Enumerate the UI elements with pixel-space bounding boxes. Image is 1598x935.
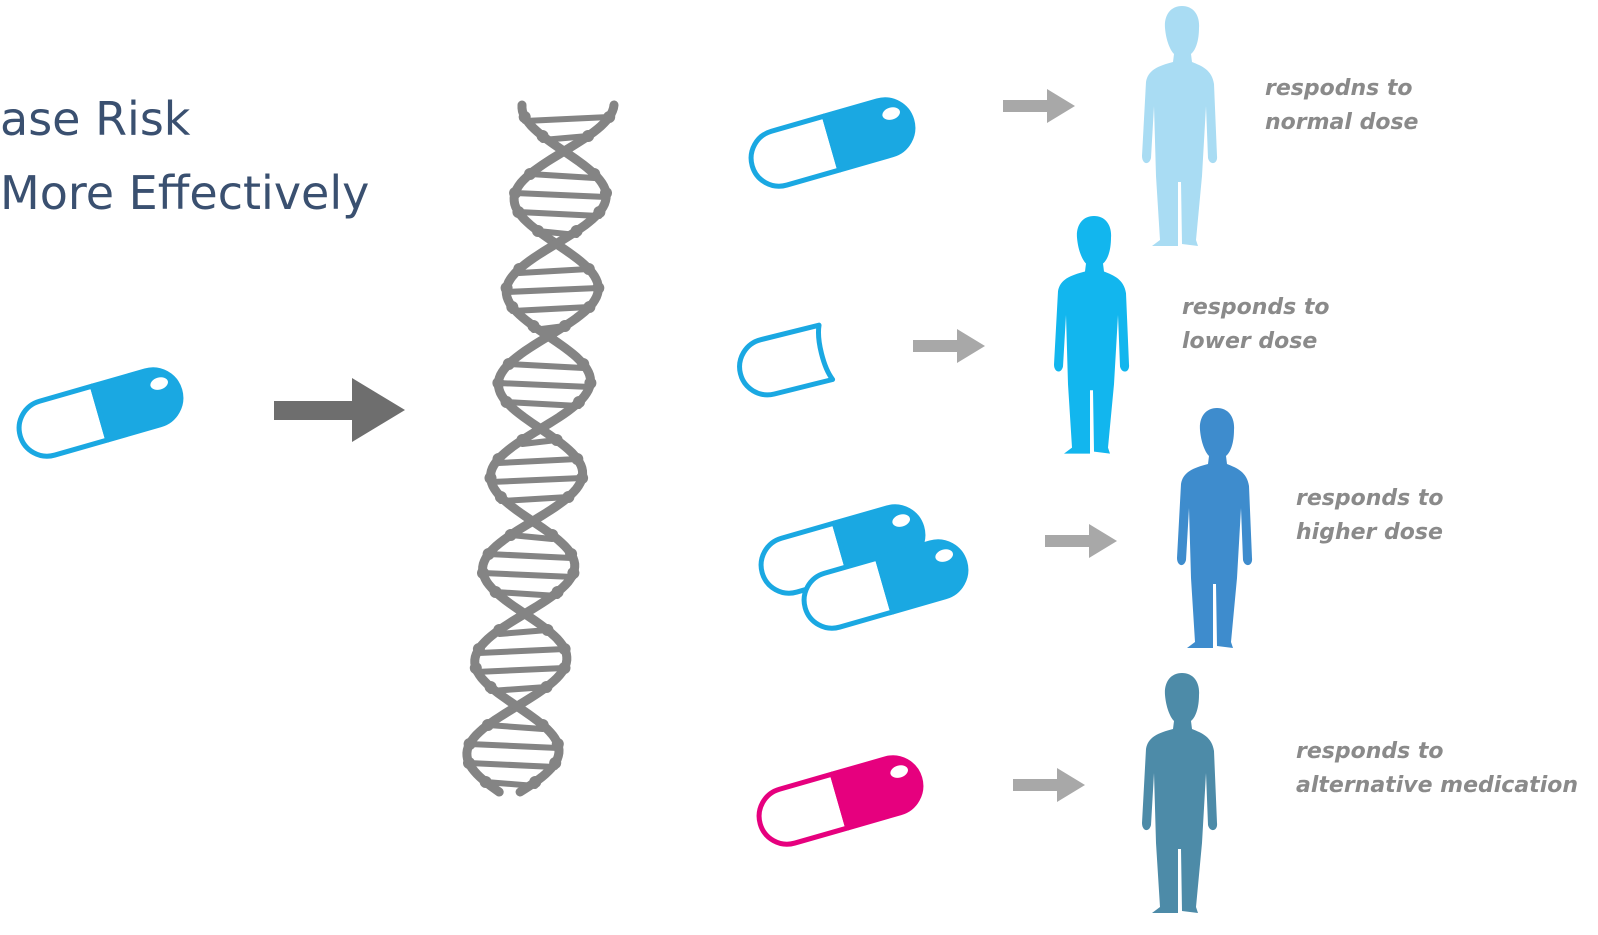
input-capsule-icon (12, 363, 187, 463)
label-alternative-medication: responds to alternative medication (1296, 735, 1578, 803)
label-higher-dose-line-2: higher dose (1296, 520, 1443, 545)
person-alternative-icon (1142, 673, 1218, 913)
row-lower-dose (737, 216, 1130, 454)
dna-helix-icon (462, 100, 619, 797)
alternative-capsule-icon (752, 751, 927, 851)
row-alternative-medication (752, 673, 1218, 913)
label-lower-dose-line-2: lower dose (1182, 329, 1318, 354)
label-normal-dose-line-2: normal dose (1265, 110, 1419, 135)
row-arrow-icon (1003, 89, 1075, 123)
label-alternative-line-2: alternative medication (1296, 773, 1579, 798)
half-capsule-icon (737, 322, 836, 398)
row-arrow-icon (1045, 524, 1117, 558)
person-normal-icon (1142, 6, 1218, 246)
row-arrow-icon (913, 329, 985, 363)
label-normal-dose-line-1: respodns to (1265, 76, 1413, 101)
label-lower-dose-line-1: responds to (1182, 295, 1330, 320)
row-higher-dose (754, 408, 1253, 648)
person-lower-icon (1054, 216, 1130, 454)
label-alternative-line-1: responds to (1296, 739, 1444, 764)
heading-line-2: More Effectively (0, 166, 370, 220)
label-lower-dose: responds to lower dose (1182, 291, 1330, 359)
row-arrow-icon (1013, 768, 1085, 802)
person-higher-icon (1177, 408, 1253, 648)
heading-line-1: ase Risk (0, 92, 191, 146)
normal-dose-capsule-icon (744, 93, 919, 193)
label-higher-dose-line-1: responds to (1296, 486, 1444, 511)
main-arrow-icon (274, 378, 405, 442)
row-normal-dose (744, 6, 1218, 246)
label-normal-dose: respodns to normal dose (1265, 72, 1418, 140)
double-capsule-icon (754, 500, 972, 635)
label-higher-dose: responds to higher dose (1296, 482, 1444, 550)
